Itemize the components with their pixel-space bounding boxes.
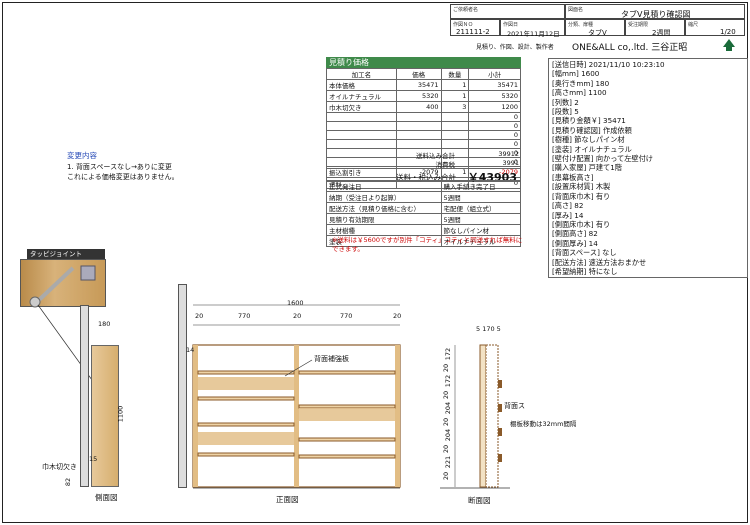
scale: 1/20 [720,28,736,36]
spec-line: [列数] 2 [552,97,579,107]
section-dim: 204 [444,401,453,415]
dim-20a: 20 [195,312,204,320]
customer-cell: ご依頼者名 [450,4,565,19]
spec-line: [樹種] 節なしパイン材 [552,135,625,145]
section-dim: 221 [444,455,453,469]
dim-14: 14 [186,346,195,354]
side-wall [80,305,89,487]
change-notice: 変更内容 1. 背面スペースなし→ありに変更 これによる価格変更はありません。 [67,150,179,182]
spec-list: [送信日時] 2021/11/10 10:23:10[幅mm] 1600[奥行き… [548,58,748,279]
spec-line: [見積り金額￥] 35471 [552,116,626,126]
spec-line: [高さ] 82 [552,201,584,211]
section-caption: 断面図 [468,496,491,505]
back-space-label: 背面ス [504,402,525,410]
tax-amount: 3991 [502,159,519,167]
estimate-header: 見積り価格 [326,57,521,68]
section-dim: 20 [442,444,451,453]
spec-line: [見積り確認図] 作成依頼 [552,125,632,135]
lead-cell: 受注期限 2週間 [625,19,685,37]
spec-line: [側面高さ] 82 [552,229,598,239]
spec-line: [購入家屋] 戸建て1階 [552,163,622,173]
section-dim: 20 [442,390,451,399]
back-strip-label: 背面補強板 [314,355,349,363]
date-cell: 作図日 2021年11月12日 [500,19,565,38]
dim-180: 180 [98,320,111,328]
side-panel [91,345,119,487]
section-dim: 172 [444,374,453,388]
category-cell: 分類、扉種 タブV [565,19,625,37]
dim-770a: 770 [238,312,251,320]
spec-line: [幅mm] 1600 [552,69,600,79]
dim-770b: 770 [340,312,353,320]
spec-line: [送信日時] 2021/11/10 10:23:10 [552,60,665,69]
sec-top-dims: 5 170 5 [476,325,501,333]
spec-line: [希望納期] 特になし [552,266,618,276]
section-dim: 204 [444,428,453,442]
job-no: 211111-2 [456,28,490,36]
kaboku-label: 巾木切欠き [42,463,77,471]
dim-1600: 1600 [287,299,304,307]
dim-20c: 20 [393,312,402,320]
front-caption: 正面図 [276,495,299,504]
tapping-joint-icon [29,265,96,308]
drawing-date: 2021年11月12日 [507,30,560,38]
spec-line: [奥行きmm] 180 [552,78,610,88]
spec-line: [設置床材質] 木製 [552,182,611,192]
spec-line: [側面床巾木] 有り [552,219,611,229]
spec-line: [配送方法] 速送方法おまかせ [552,257,647,267]
spec-line: [壁付け配置] 向かって左壁付け [552,154,653,164]
terms-table: 正式発注日購入手続き完了日納期（受注日より起算）5週間配送方法（見積り価格に含む… [326,180,522,247]
section-dim: 20 [442,363,451,372]
drawing-name-cell: 図面名 タブV見積り確認図 [565,4,745,19]
job-no-cell: 作図ＮＯ 211111-2 [450,19,500,36]
joint-photo [20,259,106,308]
spec-line: [厚み] 14 [552,210,584,220]
shipping-note: ※送料は￥5600ですが別件「コティ」コティと同送すれば無料にできます。 [332,236,523,253]
front-wall [178,284,187,488]
maker-label: 見積り、作図、設計、製作者 [476,44,554,51]
spec-line: [背面床巾木] 有り [552,191,611,201]
drawing-name: タブV見積り確認図 [621,10,691,19]
shelf-note: 棚板移動は32mm間隔 [510,420,577,428]
lead-time: 2週間 [652,29,671,37]
section-dim: 20 [442,471,451,480]
spec-line: [高さmm] 1100 [552,88,607,98]
spec-line: [患幕板高さ] [552,172,594,182]
company-logo-icon [723,39,735,51]
scale-cell: 縮尺 1/20 [685,19,745,36]
terms-row: 配送方法（見積り価格に含む）宅配便（組立式） [326,202,522,214]
change-title: 変更内容 [67,151,97,160]
spec-line: [側面厚み] 14 [552,238,598,248]
section-dim: 20 [442,417,451,426]
section-dim: 172 [444,347,453,361]
terms-cell-k: 塗装 [326,235,442,247]
change-line2: これによる価格変更はありません。 [67,173,179,181]
total-before: 39912 [498,150,519,158]
dim-skirt: 15 [89,455,98,463]
change-line1: 1. 背面スペースなし→ありに変更 [67,163,172,171]
side-caption: 側面図 [95,493,118,502]
spec-line: [背面スペース] なし [552,248,617,258]
terms-row: 塗装オイルナチュラル [326,235,522,247]
category: タブV [588,29,607,37]
dim-20b: 20 [293,312,302,320]
joint-label: タッピジョイント [27,249,105,259]
spec-line: [塗装] オイルナチュラル [552,144,632,154]
spec-line: [段数] 5 [552,107,579,117]
maker-name: ONE&ALL co,.ltd. 三谷正昭 [572,43,688,53]
terms-cell-v: オイルナチュラル [440,235,522,247]
